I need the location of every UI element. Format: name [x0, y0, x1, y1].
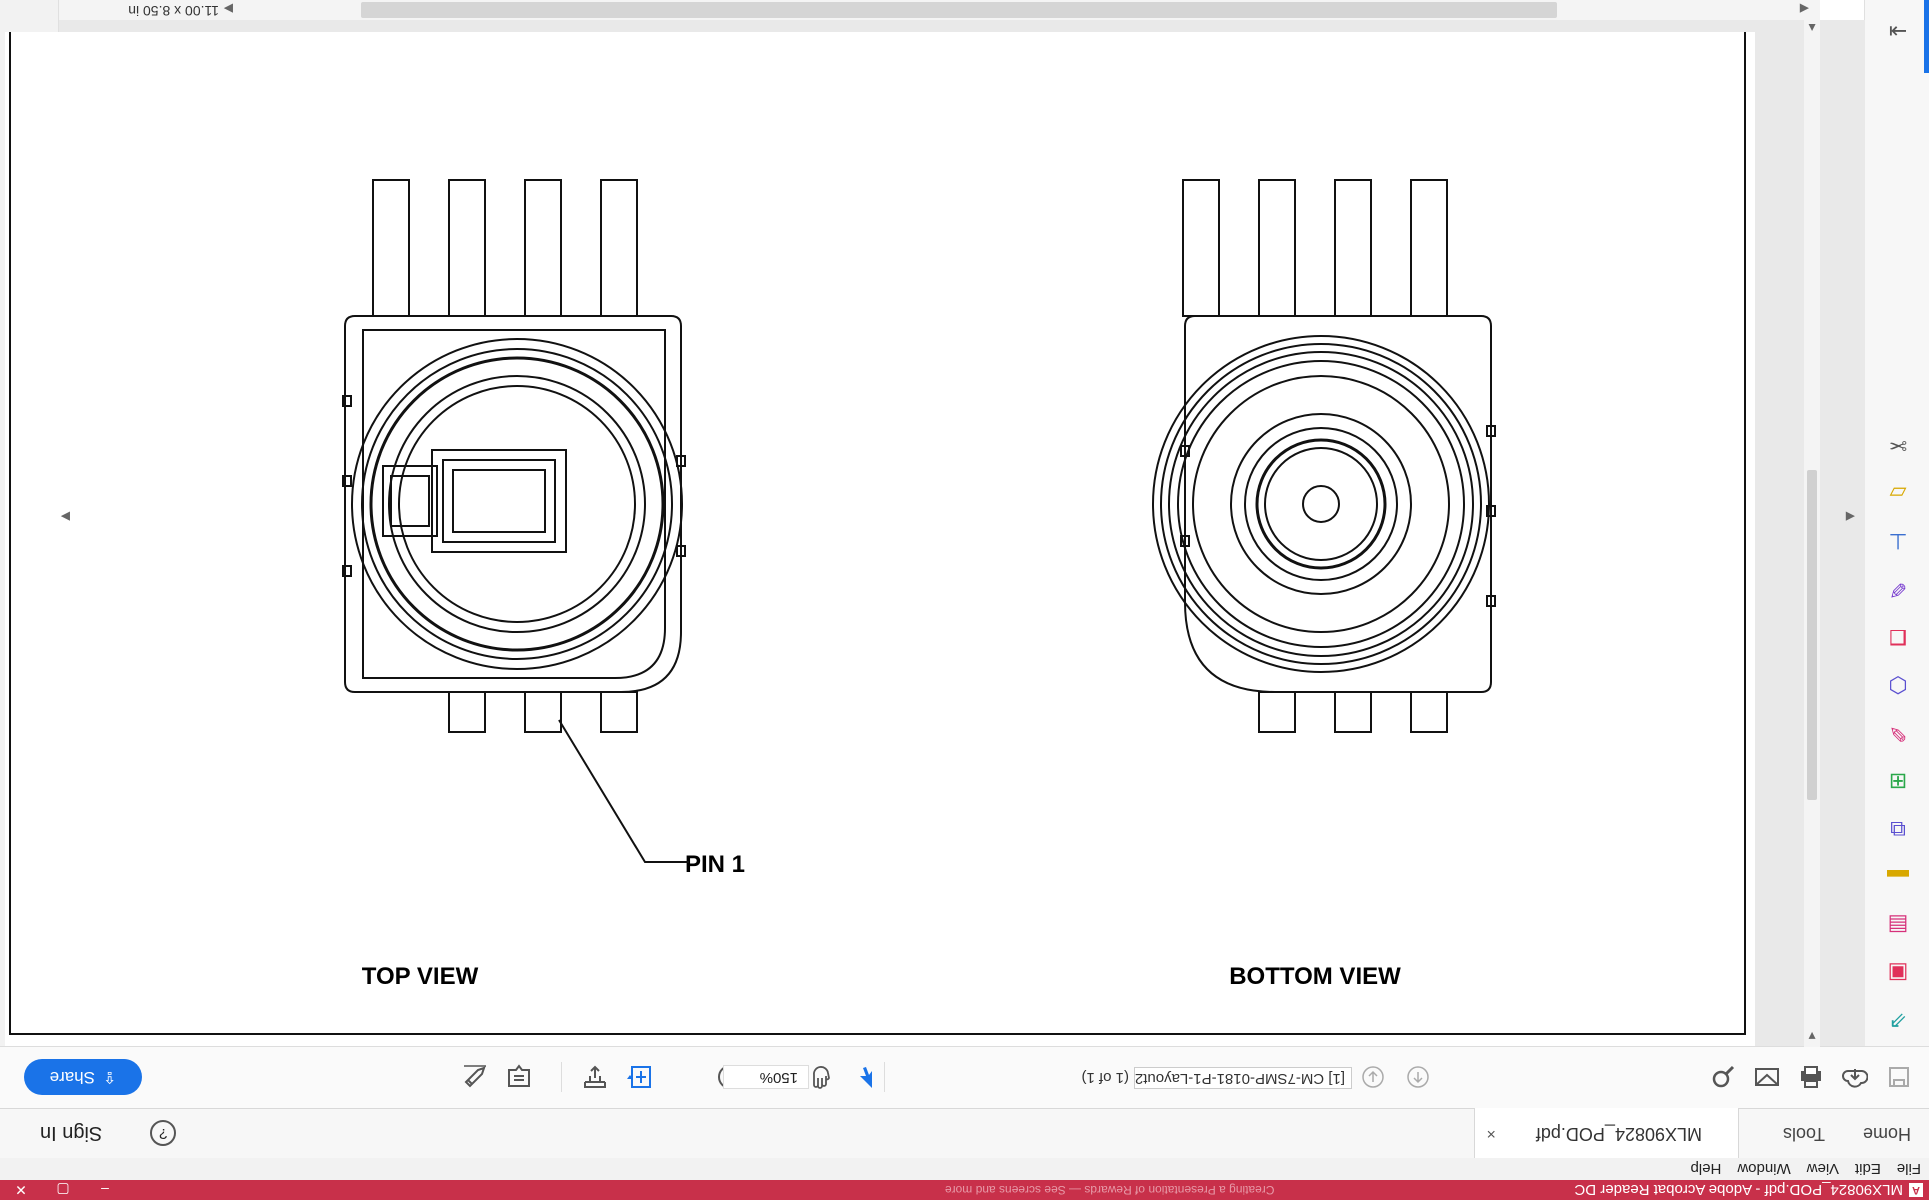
collapse-left-pane-icon[interactable]: ▶ [60, 510, 70, 524]
scroll-right-icon[interactable]: ◀ [1799, 2, 1809, 16]
collapse-pane-icon[interactable]: ⇥ [1888, 19, 1908, 44]
organize-pages-icon[interactable]: ▤ [1887, 913, 1909, 938]
menu-view[interactable]: View [1806, 1160, 1839, 1178]
fit-page-icon[interactable] [623, 1061, 655, 1093]
tab-document-label: MLX90824_POD.pdf [1535, 1124, 1702, 1144]
stamp-icon[interactable]: ✐ [1888, 577, 1908, 602]
menu-bar: File Edit View Window Help [0, 1158, 1929, 1180]
toolbar: [1] CM-7SMP-0181-P1-Layout2 (1 of 1) ▼ 1… [0, 1046, 1929, 1108]
vertical-scroll-thumb[interactable] [1807, 470, 1817, 800]
pane-edge [1924, 0, 1929, 73]
top-view-drawing [342, 179, 686, 733]
protect-icon[interactable]: ⬡ [1888, 673, 1908, 698]
scroll-down-icon[interactable]: ▼ [1806, 1029, 1818, 1043]
pin-1-leader [558, 719, 689, 863]
page-size-indicator: 11.00 x 8.50 in [128, 3, 219, 19]
cursor-icon[interactable] [850, 1061, 882, 1093]
print-icon[interactable] [1795, 1061, 1827, 1093]
bottom-view-drawing [1152, 179, 1496, 733]
measure-icon[interactable]: ⊥ [1888, 529, 1908, 554]
tab-home[interactable]: Home [1862, 1124, 1911, 1144]
search-icon[interactable] [1707, 1061, 1739, 1093]
scroll-left-icon[interactable]: ▶ [223, 2, 233, 16]
tools-pane: ⇗ ▣ ▤ ▬ ⧉ ⊞ ✎ ⬡ ⧠ ✐ ⊥ ▱ ✂ ⇥ [1864, 0, 1929, 1046]
hand-icon[interactable] [804, 1061, 836, 1093]
scroll-mode-icon[interactable] [579, 1061, 611, 1093]
comment-icon[interactable] [503, 1061, 535, 1093]
menu-file[interactable]: File [1896, 1160, 1921, 1178]
bottom-view-label: BOTTOM VIEW [1229, 963, 1401, 990]
document-viewport: TOP VIEW BOTTOM VIEW PIN 1 [5, 20, 1865, 1046]
combine-files-icon[interactable]: ⧉ [1890, 817, 1906, 842]
close-tab-icon[interactable]: × [1486, 1125, 1496, 1143]
mechanical-drawing: TOP VIEW BOTTOM VIEW PIN 1 [9, 32, 1746, 1035]
acrobat-app-icon: A [1909, 1183, 1923, 1197]
share-button-label: Share [49, 1068, 95, 1087]
close-icon[interactable]: ✕ [15, 1182, 27, 1198]
comment-tool-icon[interactable]: ▬ [1887, 865, 1909, 890]
minimize-icon[interactable]: – [101, 1182, 109, 1198]
email-icon[interactable] [1751, 1061, 1783, 1093]
save-icon[interactable] [1883, 1061, 1915, 1093]
help-icon[interactable]: ? [150, 1120, 177, 1146]
create-pdf-icon[interactable]: ▣ [1887, 961, 1909, 986]
menu-help[interactable]: Help [1690, 1160, 1722, 1178]
tab-document[interactable]: MLX90824_POD.pdf × [1473, 1108, 1739, 1159]
window-controls: – ▢ ✕ [0, 1180, 126, 1200]
tab-bar: Home Tools MLX90824_POD.pdf × ? Sign In [0, 1108, 1929, 1159]
arrow-down-icon[interactable] [1357, 1061, 1389, 1093]
menu-window[interactable]: Window [1737, 1160, 1791, 1178]
background-window-hint: Creating a Presentation of Rewards — See… [944, 1183, 1275, 1197]
maximize-icon[interactable]: ▢ [56, 1182, 70, 1198]
window-title: MLX90824_POD.pdf - Adobe Acrobat Reader … [1574, 1181, 1903, 1199]
sign-in-link[interactable]: Sign In [40, 1122, 103, 1145]
collapse-right-pane-icon[interactable]: ◀ [1845, 510, 1855, 524]
top-view-label: TOP VIEW [362, 963, 479, 990]
pen-sign-icon[interactable] [459, 1061, 491, 1093]
fill-sign-icon[interactable]: ✎ [1888, 721, 1908, 746]
tab-tools[interactable]: Tools [1782, 1124, 1825, 1144]
scroll-up-icon[interactable]: ▲ [1806, 21, 1818, 35]
horizontal-scroll-thumb[interactable] [361, 2, 1557, 18]
compress-icon[interactable]: ⊞ [1888, 769, 1908, 794]
page-label-field[interactable]: [1] CM-7SMP-0181-P1-Layout2 [1134, 1067, 1352, 1089]
menu-edit[interactable]: Edit [1854, 1160, 1881, 1178]
zoom-field[interactable]: 150% [723, 1065, 809, 1089]
more-tools-icon[interactable]: ✂ [1888, 433, 1908, 458]
share-icon: ⇪ [102, 1068, 117, 1085]
edit-pdf-icon[interactable]: ⧠ [1889, 625, 1907, 650]
pdf-page: TOP VIEW BOTTOM VIEW PIN 1 [5, 32, 1755, 1046]
pin-1-label: PIN 1 [685, 851, 745, 878]
page-count: (1 of 1) [1081, 1069, 1129, 1086]
export-pdf-icon[interactable]: ⇗ [1888, 1009, 1908, 1034]
share-button[interactable]: ⇪ Share [24, 1059, 142, 1095]
upload-cloud-icon[interactable] [1839, 1061, 1871, 1093]
title-bar: A MLX90824_POD.pdf - Adobe Acrobat Reade… [0, 1180, 1929, 1200]
sticky-note-icon[interactable]: ▱ [1889, 481, 1907, 506]
arrow-up-icon[interactable] [1402, 1061, 1434, 1093]
